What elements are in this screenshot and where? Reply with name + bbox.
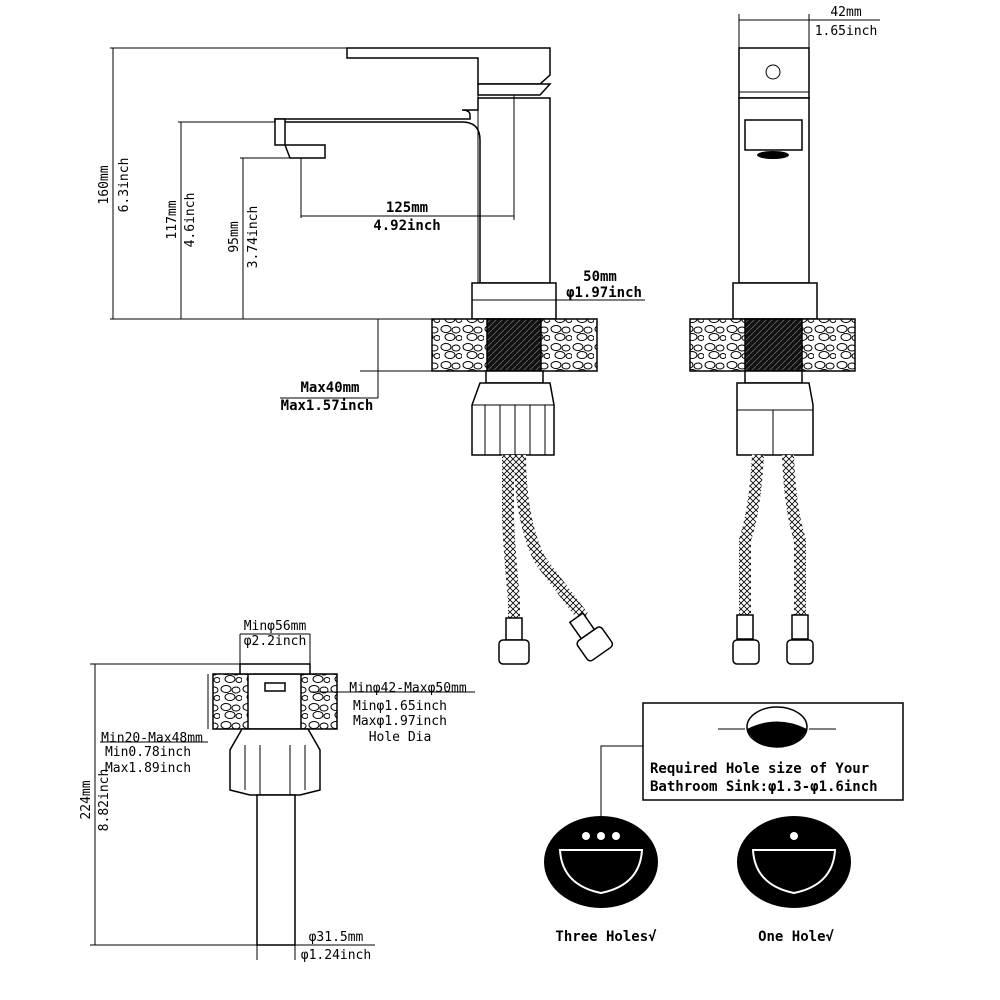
install-hole-mm-label: Minφ42-Maxφ50mm [349, 681, 467, 696]
side-nut-left [732, 639, 760, 665]
install-shank [256, 794, 296, 946]
side-view: 42mm 1.65inch [689, 5, 880, 665]
install-shank-mm-label: φ31.5mm [309, 930, 364, 945]
front-mount-nut [486, 318, 542, 372]
three-hole-sink-icon [544, 816, 658, 908]
install-hole-max-inch-label: Maxφ1.97inch [353, 714, 447, 729]
side-washer [744, 370, 803, 384]
install-shank-inch-label: φ1.24inch [301, 948, 371, 963]
front-hose-nut-right [576, 626, 614, 662]
side-hose-right [782, 454, 806, 615]
install-deck-min-label: Min0.78inch [105, 745, 191, 760]
spout-tip [274, 118, 286, 146]
spout-height-inch-label: 4.6inch [183, 193, 198, 248]
front-handle [346, 47, 551, 85]
sink-types: Three Holes√ One Hole√ [544, 816, 851, 945]
reach-inch-label: 4.92inch [373, 218, 440, 234]
install-hole-min-inch-label: Minφ1.65inch [353, 699, 447, 714]
install-top-inch-label: φ2.2inch [244, 634, 307, 649]
aerator-height-mm-label: 95mm [227, 221, 242, 252]
side-width-mm-label: 42mm [830, 5, 861, 20]
install-view: Minφ56mm φ2.2inch Minφ42-Maxφ50mm Minφ1.… [79, 619, 475, 963]
deck-inch-label: Max1.57inch [281, 398, 374, 414]
side-width-inch-label: 1.65inch [815, 24, 878, 39]
front-lock-nut [471, 382, 555, 456]
reach-mm-label: 125mm [386, 200, 428, 216]
install-total-mm-label: 224mm [79, 780, 94, 819]
sink-hole-note: Required Hole size of Your Bathroom Sink… [600, 702, 904, 825]
note-line2: Bathroom Sink:φ1.3-φ1.6inch [650, 779, 878, 795]
height-mm-label: 160mm [97, 165, 112, 204]
install-top-flange [239, 663, 311, 675]
deck-mm-label: Max40mm [300, 380, 359, 396]
front-hose-right [514, 454, 589, 622]
install-deck-mm-label: Min20-Max48mm [101, 731, 203, 746]
base-inch-label: φ1.97inch [566, 285, 642, 301]
one-hole-sink-icon [737, 816, 851, 908]
side-fitting-right [791, 614, 809, 640]
side-hose-left [739, 454, 764, 615]
front-hose-nut-left [498, 639, 530, 665]
side-spout [744, 119, 803, 151]
front-body [477, 83, 552, 96]
one-hole-label: One Hole√ [758, 929, 834, 945]
aerator [283, 144, 326, 159]
front-washer [485, 370, 544, 384]
base-mm-label: 50mm [583, 269, 617, 285]
install-hole-dia-label: Hole Dia [369, 730, 432, 745]
install-total-inch-label: 8.82inch [97, 769, 112, 832]
install-deck-max-label: Max1.89inch [105, 761, 191, 776]
side-handle [738, 47, 810, 99]
install-lock-nut [229, 728, 321, 796]
three-holes-label: Three Holes√ [555, 929, 657, 945]
front-base [471, 282, 557, 320]
side-nut-right [786, 639, 814, 665]
side-aerator [757, 151, 789, 159]
side-base [732, 282, 818, 320]
front-view: 160mm 6.3inch 117mm 4.6inch 95mm 3.74inc… [97, 47, 645, 665]
note-line1: Required Hole size of Your [650, 761, 869, 777]
spout-height-mm-label: 117mm [165, 200, 180, 239]
front-spout [274, 97, 551, 284]
install-slot [264, 682, 286, 692]
side-fitting-left [736, 614, 754, 640]
front-hose-fitting-left [505, 617, 523, 641]
front-hose-left [502, 455, 520, 620]
aerator-height-inch-label: 3.74inch [246, 206, 261, 269]
hole-size-icon [747, 721, 807, 747]
side-mount-nut [744, 318, 803, 372]
install-top-mm-label: Minφ56mm [244, 619, 307, 634]
height-inch-label: 6.3inch [117, 158, 132, 213]
side-lock-nut [736, 382, 814, 456]
